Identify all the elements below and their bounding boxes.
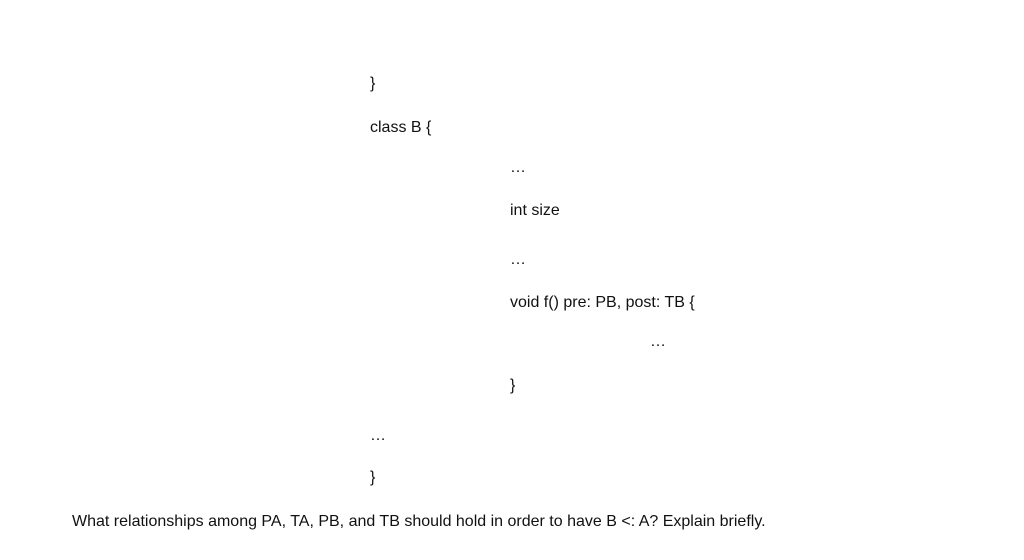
question-text: What relationships among PA, TA, PB, and…	[72, 513, 766, 530]
closing-brace-previous-class: }	[370, 75, 376, 92]
method-closing-brace: }	[510, 377, 516, 394]
ellipsis-line: …	[510, 159, 526, 176]
class-ellipsis-line: …	[370, 427, 386, 444]
method-f-signature: void f() pre: PB, post: TB {	[510, 294, 695, 311]
method-body-ellipsis: …	[650, 333, 666, 350]
class-b-closing-brace: }	[370, 469, 376, 486]
field-size-line: int size	[510, 202, 560, 219]
ellipsis-line: …	[510, 251, 526, 268]
class-b-declaration: class B {	[370, 119, 432, 136]
